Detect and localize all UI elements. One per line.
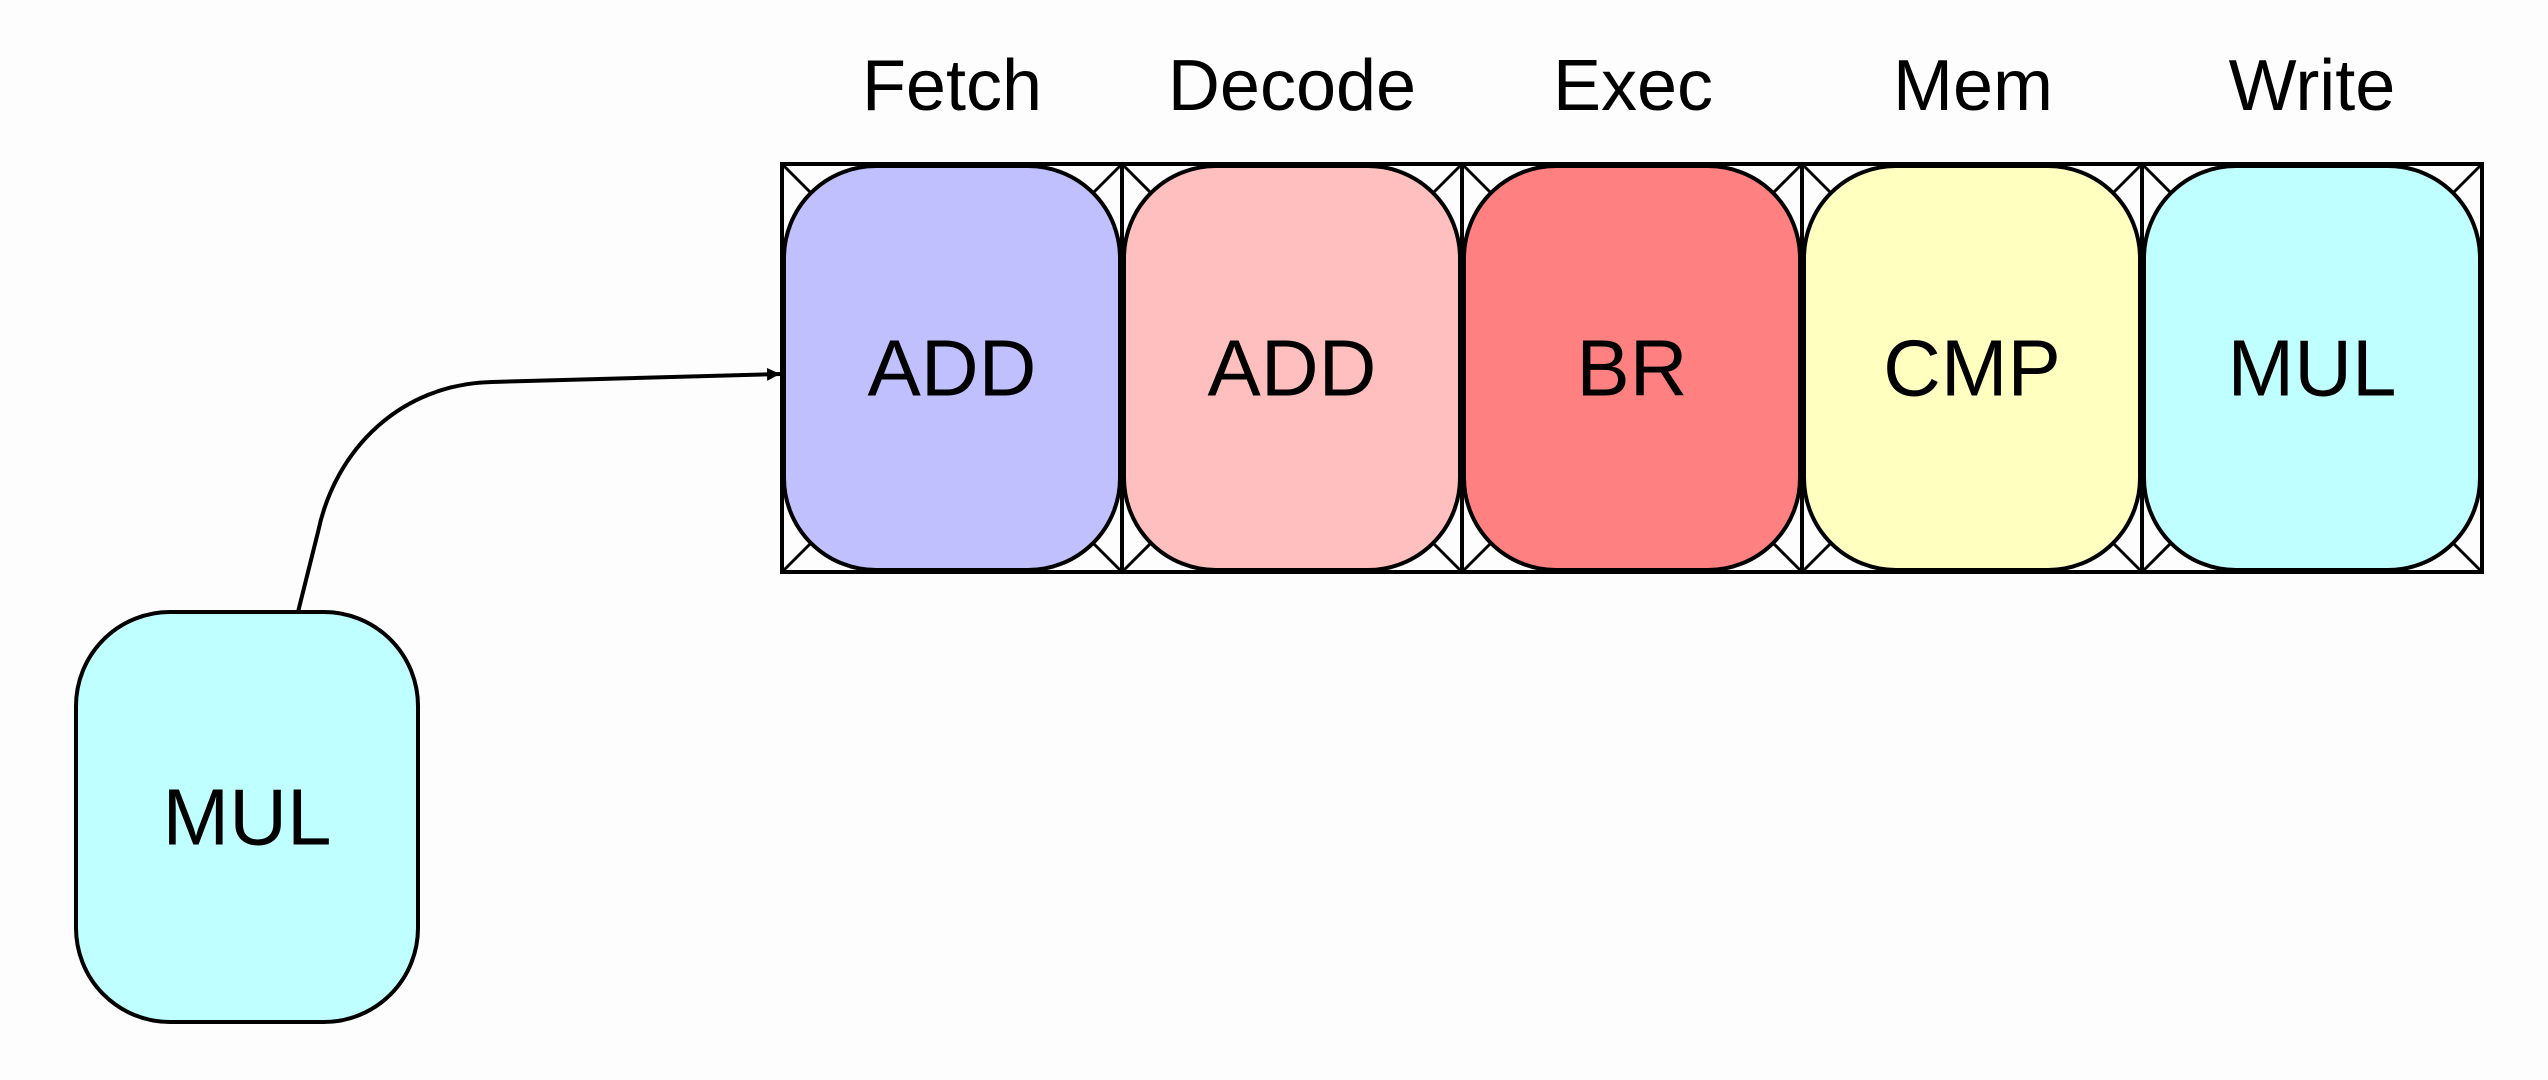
instruction-label: ADD — [868, 324, 1037, 413]
instruction-box — [2142, 164, 2482, 572]
incoming-instruction: MUL — [74, 610, 420, 1024]
instruction-label: ADD — [1208, 324, 1377, 413]
stage-decode: ADD Decode — [1120, 46, 1464, 574]
incoming-instruction-label: MUL — [163, 773, 332, 862]
instruction-label: BR — [1576, 324, 1687, 413]
stage-label: Exec — [1553, 46, 1713, 126]
incoming-instruction-box — [74, 610, 420, 1024]
stage-fetch: ADD Fetch — [780, 46, 1124, 574]
instruction-label: CMP — [1883, 324, 2061, 413]
stage-exec: BR Exec — [1460, 46, 1804, 574]
instruction-label: MUL — [2228, 324, 2397, 413]
stage-label: Write — [2229, 46, 2396, 126]
stage-label: Decode — [1168, 46, 1416, 126]
stage-label: Fetch — [862, 46, 1042, 126]
stage-label: Mem — [1893, 46, 2053, 126]
stage-mem: CMP Mem — [1800, 46, 2144, 574]
stage-write: MUL Write — [2140, 46, 2484, 574]
flow-arrow — [296, 367, 781, 613]
